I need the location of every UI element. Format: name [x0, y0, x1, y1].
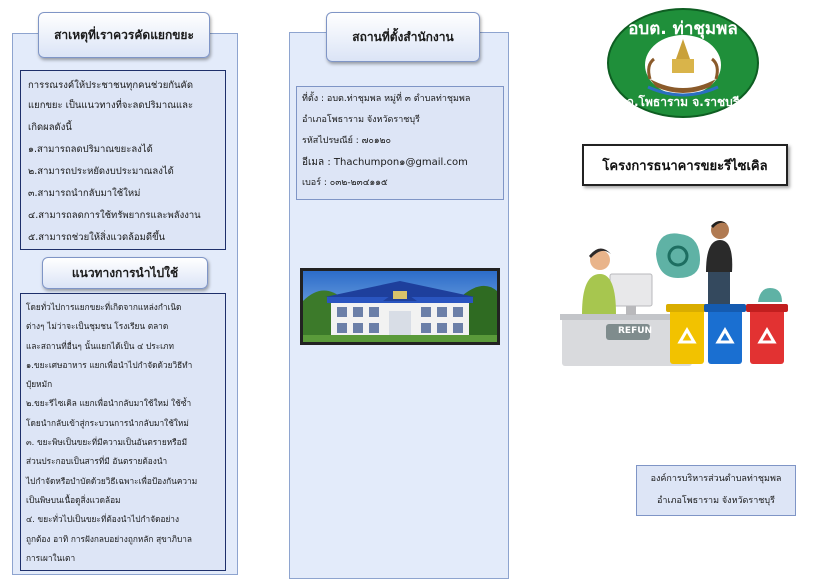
recycling-illustration: REFUN [560, 216, 806, 370]
guide-line: ต่างๆ ไม่ว่าจะเป็นชุมชน โรงเรียน ตลาด [26, 321, 169, 332]
guide-line: โดยทั่วไปการแยกขยะที่เกิดจากแหล่งกำเนิด [26, 302, 182, 312]
reasons-line: ๕.สามารถช่วยให้สิ่งแวดล้อมดีขึ้น [28, 232, 166, 243]
office-heading-text: สถานที่ตั้งสำนักงาน [352, 29, 454, 44]
reasons-heading: สาเหตุที่เราควรคัดแยกขยะ [38, 12, 210, 58]
postal-code-line: รหัสไปรษณีย์ : ๗๐๑๒๐ [302, 136, 392, 146]
org-name-line: องค์การบริหารส่วนตำบลท่าชุมพล [650, 474, 782, 484]
guide-line: ๑.ขยะเศษอาหาร แยกเพื่อนำไปกำจัดด้วยวิธีท… [26, 359, 193, 370]
organization-name-box: องค์การบริหารส่วนตำบลท่าชุมพล อำเภอโพธาร… [636, 465, 796, 516]
organization-logo: อบต. ท่าชุมพล อ.โพธาราม จ.ราชบุรี [606, 7, 760, 119]
phone-line: เบอร์ : ๐๓๒-๒๓๔๑๑๕ [302, 178, 388, 188]
guide-line: ๒.ขยะรีไซเคิล แยกเพื่อนำกลับมาใช้ใหม่ ใช… [26, 398, 192, 409]
guide-line: ส่วนประกอบเป็นสารที่มี อันตรายต้องนำ [26, 456, 168, 467]
reasons-line: ๔.สามารถลดการใช้ทรัพยากรและพลังงาน [28, 210, 201, 221]
project-title-text: โครงการธนาคารขยะรีไซเคิล [602, 158, 768, 174]
guide-box: โดยทั่วไปการแยกขยะที่เกิดจากแหล่งกำเนิด … [20, 293, 226, 571]
guide-line: ปุ๋ยหมัก [26, 379, 53, 390]
reasons-line: ๓.สามารถนำกลับมาใช้ใหม่ [28, 188, 141, 199]
guide-line: ๔. ขยะทั่วไปเป็นขยะที่ต้องนำไปกำจัดอย่าง [26, 514, 180, 525]
guide-line: โดยนำกลับเข้าสู่กระบวนการนำกลับมาใช้ใหม่ [26, 417, 189, 428]
guide-line: เป็นพิษบนเนื้อดูสิ่งแวดล้อม [26, 494, 121, 505]
org-district-line: อำเภอโพธาราม จังหวัดราชบุรี [657, 496, 775, 506]
reasons-line: ๒.สามารถประหยัดงบประมาณลงได้ [28, 166, 174, 177]
guide-heading: แนวทางการนำไปใช้ [42, 257, 208, 289]
guide-line: ไปกำจัดหรือบำบัดด้วยวิธีเฉพาะเพื่อป้องกั… [26, 475, 198, 486]
refund-label: REFUN [618, 326, 653, 336]
guide-line: การเผาในเตา [26, 552, 76, 563]
office-building-photo [300, 268, 500, 345]
reasons-line: แยกขยะ เป็นแนวทางที่จะลดปริมาณและ [28, 100, 194, 111]
reasons-line: ๑.สามารถลดปริมาณขยะลงได้ [28, 144, 153, 155]
email-line: อีเมล : Thachumpon๑@gmail.com [302, 157, 468, 168]
address-line: ที่ตั้ง : อบต.ท่าชุมพล หมู่ที่ ๓ ตำบลท่า… [302, 94, 471, 104]
guide-line: ถูกต้อง อาทิ การฝังกลบอย่างถูกหลัก สุขาภ… [26, 533, 192, 544]
district-line: อำเภอโพธาราม จังหวัดราชบุรี [302, 115, 420, 125]
project-title: โครงการธนาคารขยะรีไซเคิล [582, 144, 788, 186]
logo-top-text: อบต. ท่าชุมพล [628, 19, 738, 39]
guide-line: ๓. ขยะพิษเป็นขยะที่มีความเป็นอันตรายหรือ… [26, 437, 188, 448]
address-box: ที่ตั้ง : อบต.ท่าชุมพล หมู่ที่ ๓ ตำบลท่า… [296, 86, 504, 200]
office-heading: สถานที่ตั้งสำนักงาน [326, 12, 480, 62]
reasons-heading-text: สาเหตุที่เราควรคัดแยกขยะ [54, 27, 194, 42]
reasons-line: เกิดผลดังนี้ [28, 122, 72, 133]
reasons-line: การรณรงค์ให้ประชาชนทุกคนช่วยกันคัด [28, 80, 194, 91]
reasons-box: การรณรงค์ให้ประชาชนทุกคนช่วยกันคัด แยกขย… [20, 70, 226, 250]
guide-line: และสถานที่อื่นๆ นั้นแยกได้เป็น ๔ ประเภท [26, 340, 174, 351]
guide-heading-text: แนวทางการนำไปใช้ [71, 265, 179, 280]
logo-bottom-text: อ.โพธาราม จ.ราชบุรี [626, 95, 740, 109]
